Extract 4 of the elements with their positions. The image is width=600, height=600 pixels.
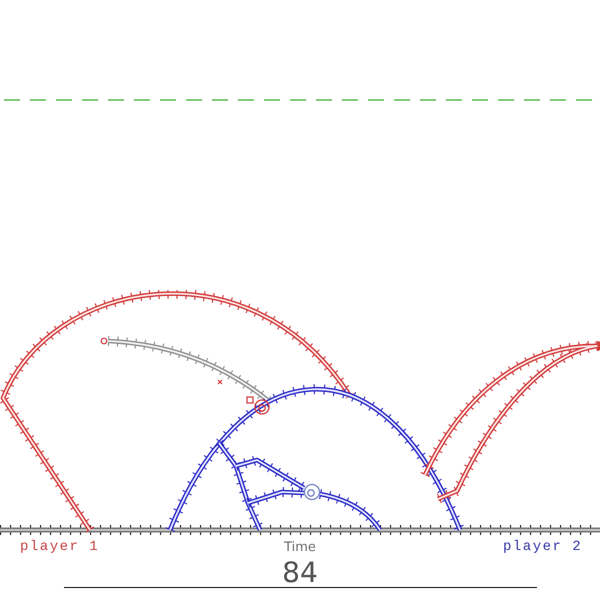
time-caption: Time bbox=[284, 541, 316, 554]
player-name: player 2 bbox=[503, 540, 582, 554]
player-name: player 1 bbox=[20, 540, 100, 554]
time-value: 84 bbox=[282, 559, 318, 587]
